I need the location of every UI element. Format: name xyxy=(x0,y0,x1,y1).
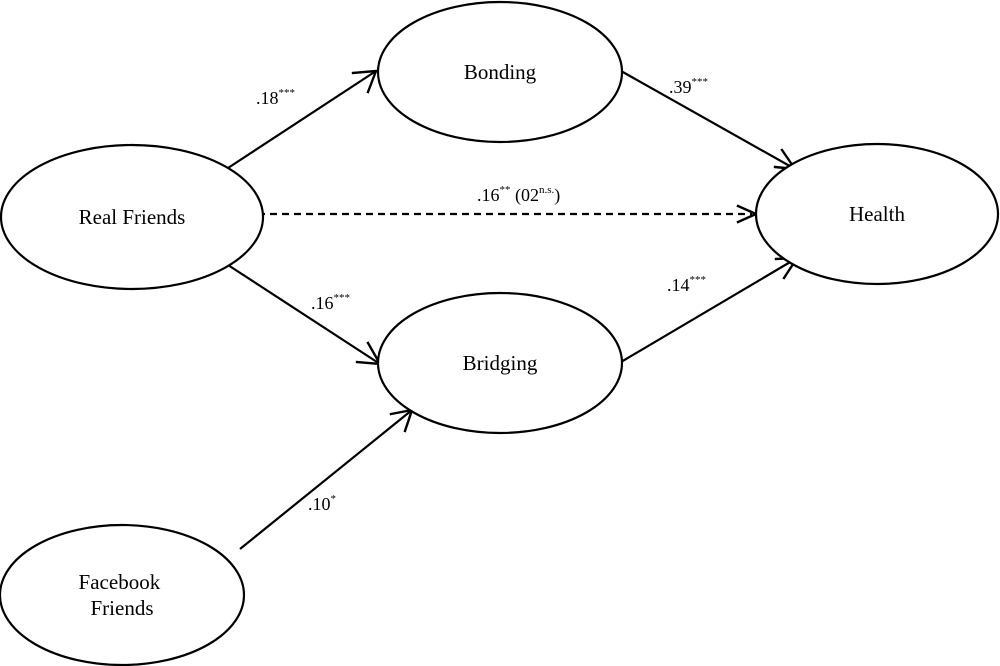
coef-real-friends-bonding: .18*** xyxy=(256,87,295,108)
coef-value: .16 xyxy=(311,293,334,313)
coef-value: .16 xyxy=(477,185,500,205)
node-real-friends-label: Real Friends xyxy=(79,205,186,229)
coef-value: .14 xyxy=(667,275,690,295)
node-bonding-label: Bonding xyxy=(464,60,537,84)
node-facebook-friends-line1: Facebook xyxy=(79,570,161,594)
coef-significance: * xyxy=(331,493,337,505)
coef-real-friends-bridging: .16*** xyxy=(311,292,350,313)
coef-real-friends-health: .16** (02n.s.) xyxy=(477,184,560,206)
coef-bridging-health: .14*** xyxy=(667,274,706,295)
coef-paren-close: ) xyxy=(554,185,560,206)
coef-nonsignificant-value: (02 xyxy=(511,185,540,206)
coef-significance: *** xyxy=(690,274,707,286)
coef-facebook-friends-bridging: .10* xyxy=(308,493,336,514)
node-facebook-friends-line2: Friends xyxy=(91,596,154,620)
edge-real-friends-to-bonding xyxy=(227,70,377,169)
coef-nonsignificant-label: n.s. xyxy=(539,184,555,196)
edge-facebook-friends-to-bridging xyxy=(239,409,413,550)
coef-value: .18 xyxy=(256,88,279,108)
edge-bonding-to-health xyxy=(620,70,796,170)
node-real-friends xyxy=(0,143,265,291)
coef-significance: *** xyxy=(692,76,709,88)
edge-real-friends-to-bridging xyxy=(227,264,381,365)
node-bonding xyxy=(376,0,624,144)
edge-bridging-to-health xyxy=(620,257,798,363)
coef-bonding-health: .39*** xyxy=(669,76,708,97)
arrowhead-bonding xyxy=(351,69,378,94)
coef-value: .10 xyxy=(308,494,331,514)
node-health xyxy=(754,142,1000,286)
coef-significance: *** xyxy=(279,87,296,99)
coef-significance: *** xyxy=(334,292,351,304)
coef-value: .39 xyxy=(669,77,692,97)
node-facebook-friends xyxy=(0,523,246,666)
node-facebook-friends-label: Facebook Friends xyxy=(79,570,166,620)
node-health-label: Health xyxy=(849,202,905,226)
node-bridging-label: Bridging xyxy=(463,351,538,375)
node-bridging xyxy=(376,291,624,435)
coef-significance: ** xyxy=(500,184,511,196)
